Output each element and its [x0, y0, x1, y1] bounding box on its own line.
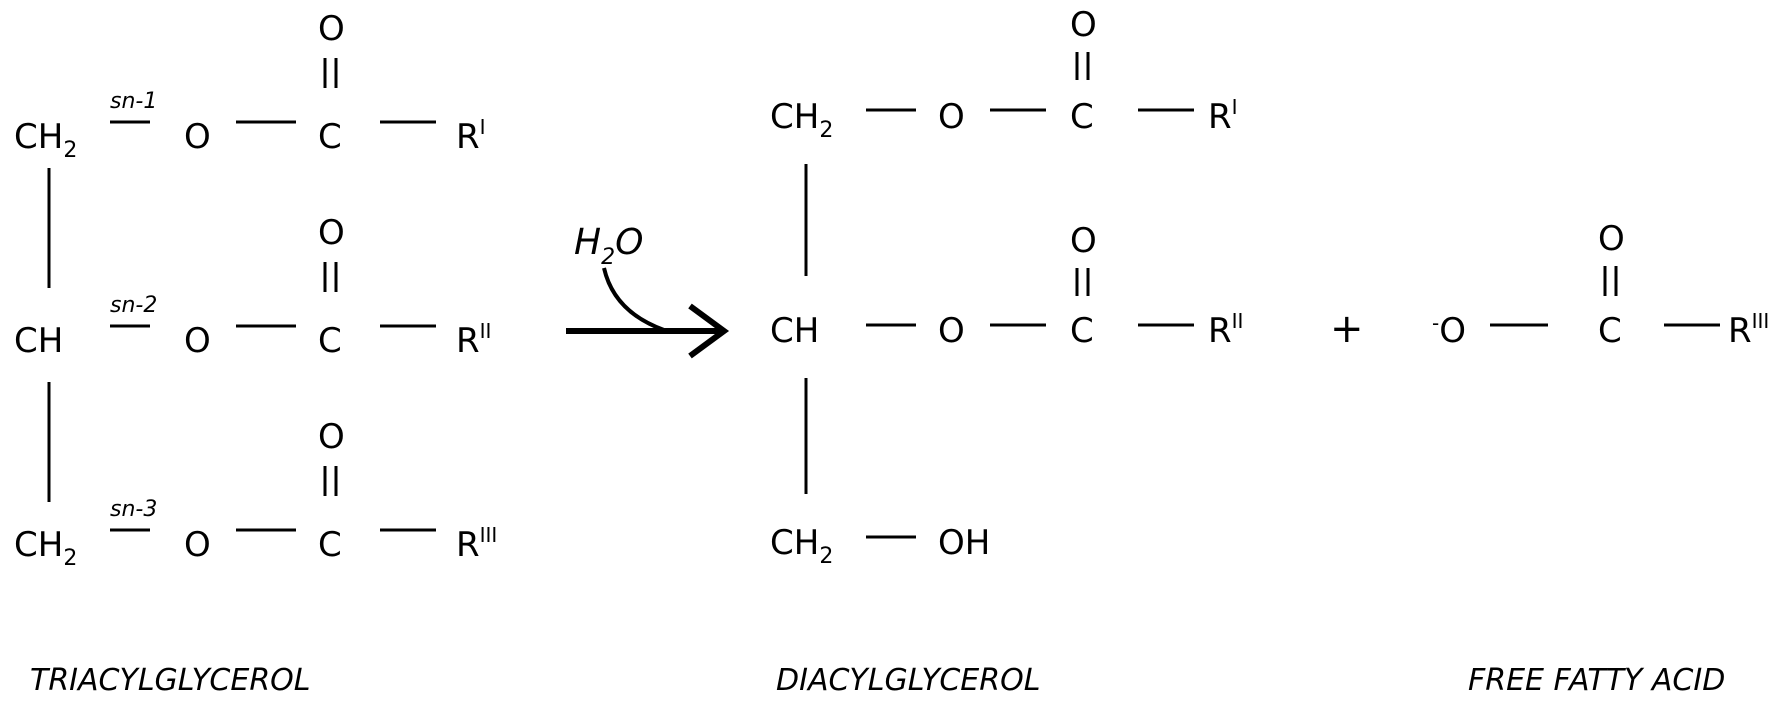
tag-row2-carbonyl-oxygen: O [318, 213, 345, 253]
tag-row3-ester-oxygen: O [184, 525, 211, 565]
dag-row2-carbon: CH [770, 311, 819, 351]
tag-row2-carbon: CH [14, 321, 63, 361]
dag-row1-carbonyl-carbon: C [1070, 97, 1094, 137]
water-curved-arrow [602, 267, 665, 332]
tag-row1-site-label: sn-1 [110, 89, 157, 114]
tag-row1-carbonyl-oxygen: O [318, 9, 345, 49]
free-fatty-acid-structure: -O C O RIII FREE FATTY ACID [1432, 219, 1769, 698]
free-fatty-acid-caption: FREE FATTY ACID [1468, 663, 1725, 698]
reaction-arrow-head [688, 303, 730, 359]
triacylglycerol-caption: TRIACYLGLYCEROL [30, 663, 311, 698]
dag-row2-r-group: RII [1208, 309, 1243, 351]
ffa-carbonyl-oxygen: O [1598, 219, 1625, 259]
tag-row2-r-group: RII [456, 319, 491, 361]
tag-row3-carbonyl-oxygen: O [318, 417, 345, 457]
dag-row3-carbon: CH2 [770, 523, 833, 569]
water-reagent-label: H2O [574, 222, 643, 270]
plus-sign: + [1330, 306, 1364, 352]
dag-row2-carbonyl-oxygen: O [1070, 221, 1097, 261]
tag-row2-ester-oxygen: O [184, 321, 211, 361]
diacylglycerol-caption: DIACYLGLYCEROL [776, 663, 1040, 698]
tag-row1-carbonyl-carbon: C [318, 117, 342, 157]
dag-row3-hydroxyl: OH [938, 523, 990, 563]
dag-row2-carbonyl-carbon: C [1070, 311, 1094, 351]
dag-row1-ester-oxygen: O [938, 97, 965, 137]
tag-row1-ester-oxygen: O [184, 117, 211, 157]
dag-row2-ester-oxygen: O [938, 311, 965, 351]
triacylglycerol-structure: CH2 sn-1 O C O RI CH sn-2 O C O RII CH2 … [14, 9, 497, 698]
tag-row3-carbonyl-carbon: C [318, 525, 342, 565]
tag-row1-carbon: CH2 [14, 117, 77, 163]
tag-row1-r-group: RI [456, 115, 486, 157]
tag-row3-carbon: CH2 [14, 525, 77, 571]
dag-row1-carbonyl-oxygen: O [1070, 5, 1097, 45]
ffa-carbonyl-carbon: C [1598, 311, 1622, 351]
tag-row3-site-label: sn-3 [110, 497, 157, 522]
tag-row2-site-label: sn-2 [110, 293, 157, 318]
ffa-r-group: RIII [1728, 309, 1769, 351]
dag-row1-r-group: RI [1208, 95, 1238, 137]
tag-row2-carbonyl-carbon: C [318, 321, 342, 361]
hydrolysis-arrow: H2O [566, 222, 730, 359]
ffa-charged-oxygen: -O [1432, 311, 1466, 351]
dag-row1-carbon: CH2 [770, 97, 833, 143]
tag-row3-r-group: RIII [456, 523, 497, 565]
diacylglycerol-structure: CH2 O C O RI CH O C O RII CH2 OH DIACYLG… [770, 5, 1243, 698]
